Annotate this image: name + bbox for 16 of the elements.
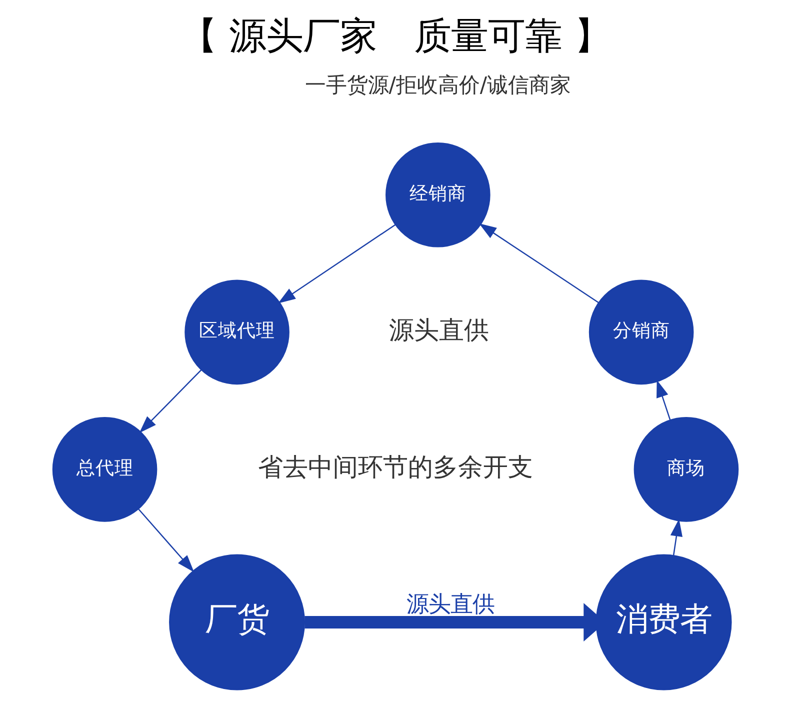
arrow [138,369,202,434]
label: 省去中间环节的多余开支 [258,452,532,482]
arrow [656,380,670,420]
node-circle: 消费者 [595,554,732,690]
node-circle: 经销商 [385,142,490,248]
arrow [670,518,682,556]
node-circle: 商场 [633,417,738,522]
label: 源头直供 [388,315,489,344]
arrow [478,223,598,303]
edge-label: 源头直供 [406,592,494,618]
node-circle: 分销商 [588,280,694,385]
diagram-title: 【 源头厂家 质量可靠 】 [180,13,610,58]
arrow [278,224,396,304]
label: 一手货源/拒收高价/诚信商家 [304,73,571,98]
node-circle: 区域代理 [184,280,289,385]
arrow [138,508,194,572]
